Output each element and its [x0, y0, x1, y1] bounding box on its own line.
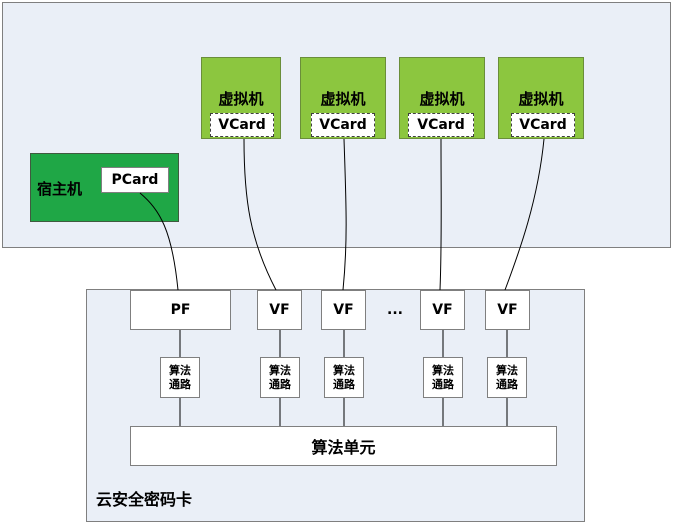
vf-box-4: VF [485, 290, 530, 330]
pcard: PCard [101, 167, 169, 193]
vcard-3: VCard [408, 113, 474, 137]
host-label: 宿主机 [37, 180, 83, 198]
vcard-2: VCard [311, 113, 375, 137]
algorithm-channel-2: 算法 通路 [260, 357, 300, 398]
vm-box-1: 虚拟机 VCard [201, 57, 281, 139]
vm-label: 虚拟机 [419, 90, 465, 108]
vf-box-1: VF [257, 290, 302, 330]
algorithm-channel-5: 算法 通路 [487, 357, 527, 398]
vf-box-2: VF [321, 290, 366, 330]
vcard-1: VCard [210, 113, 274, 137]
host-machine-box: 宿主机 PCard [30, 153, 179, 222]
card-title: 云安全密码卡 [96, 490, 193, 509]
algorithm-unit: 算法单元 [130, 426, 557, 466]
ellipsis: ... [387, 302, 403, 318]
algorithm-channel-3: 算法 通路 [324, 357, 364, 398]
algorithm-channel-1: 算法 通路 [160, 357, 200, 398]
vm-box-4: 虚拟机 VCard [498, 57, 584, 139]
vm-label: 虚拟机 [218, 90, 264, 108]
vm-label: 虚拟机 [320, 90, 366, 108]
vf-box-3: VF [420, 290, 465, 330]
vcard-4: VCard [511, 113, 575, 137]
vm-box-3: 虚拟机 VCard [399, 57, 485, 139]
algorithm-channel-4: 算法 通路 [423, 357, 463, 398]
pf-box: PF [130, 290, 231, 330]
vm-box-2: 虚拟机 VCard [300, 57, 386, 139]
vm-label: 虚拟机 [518, 90, 564, 108]
